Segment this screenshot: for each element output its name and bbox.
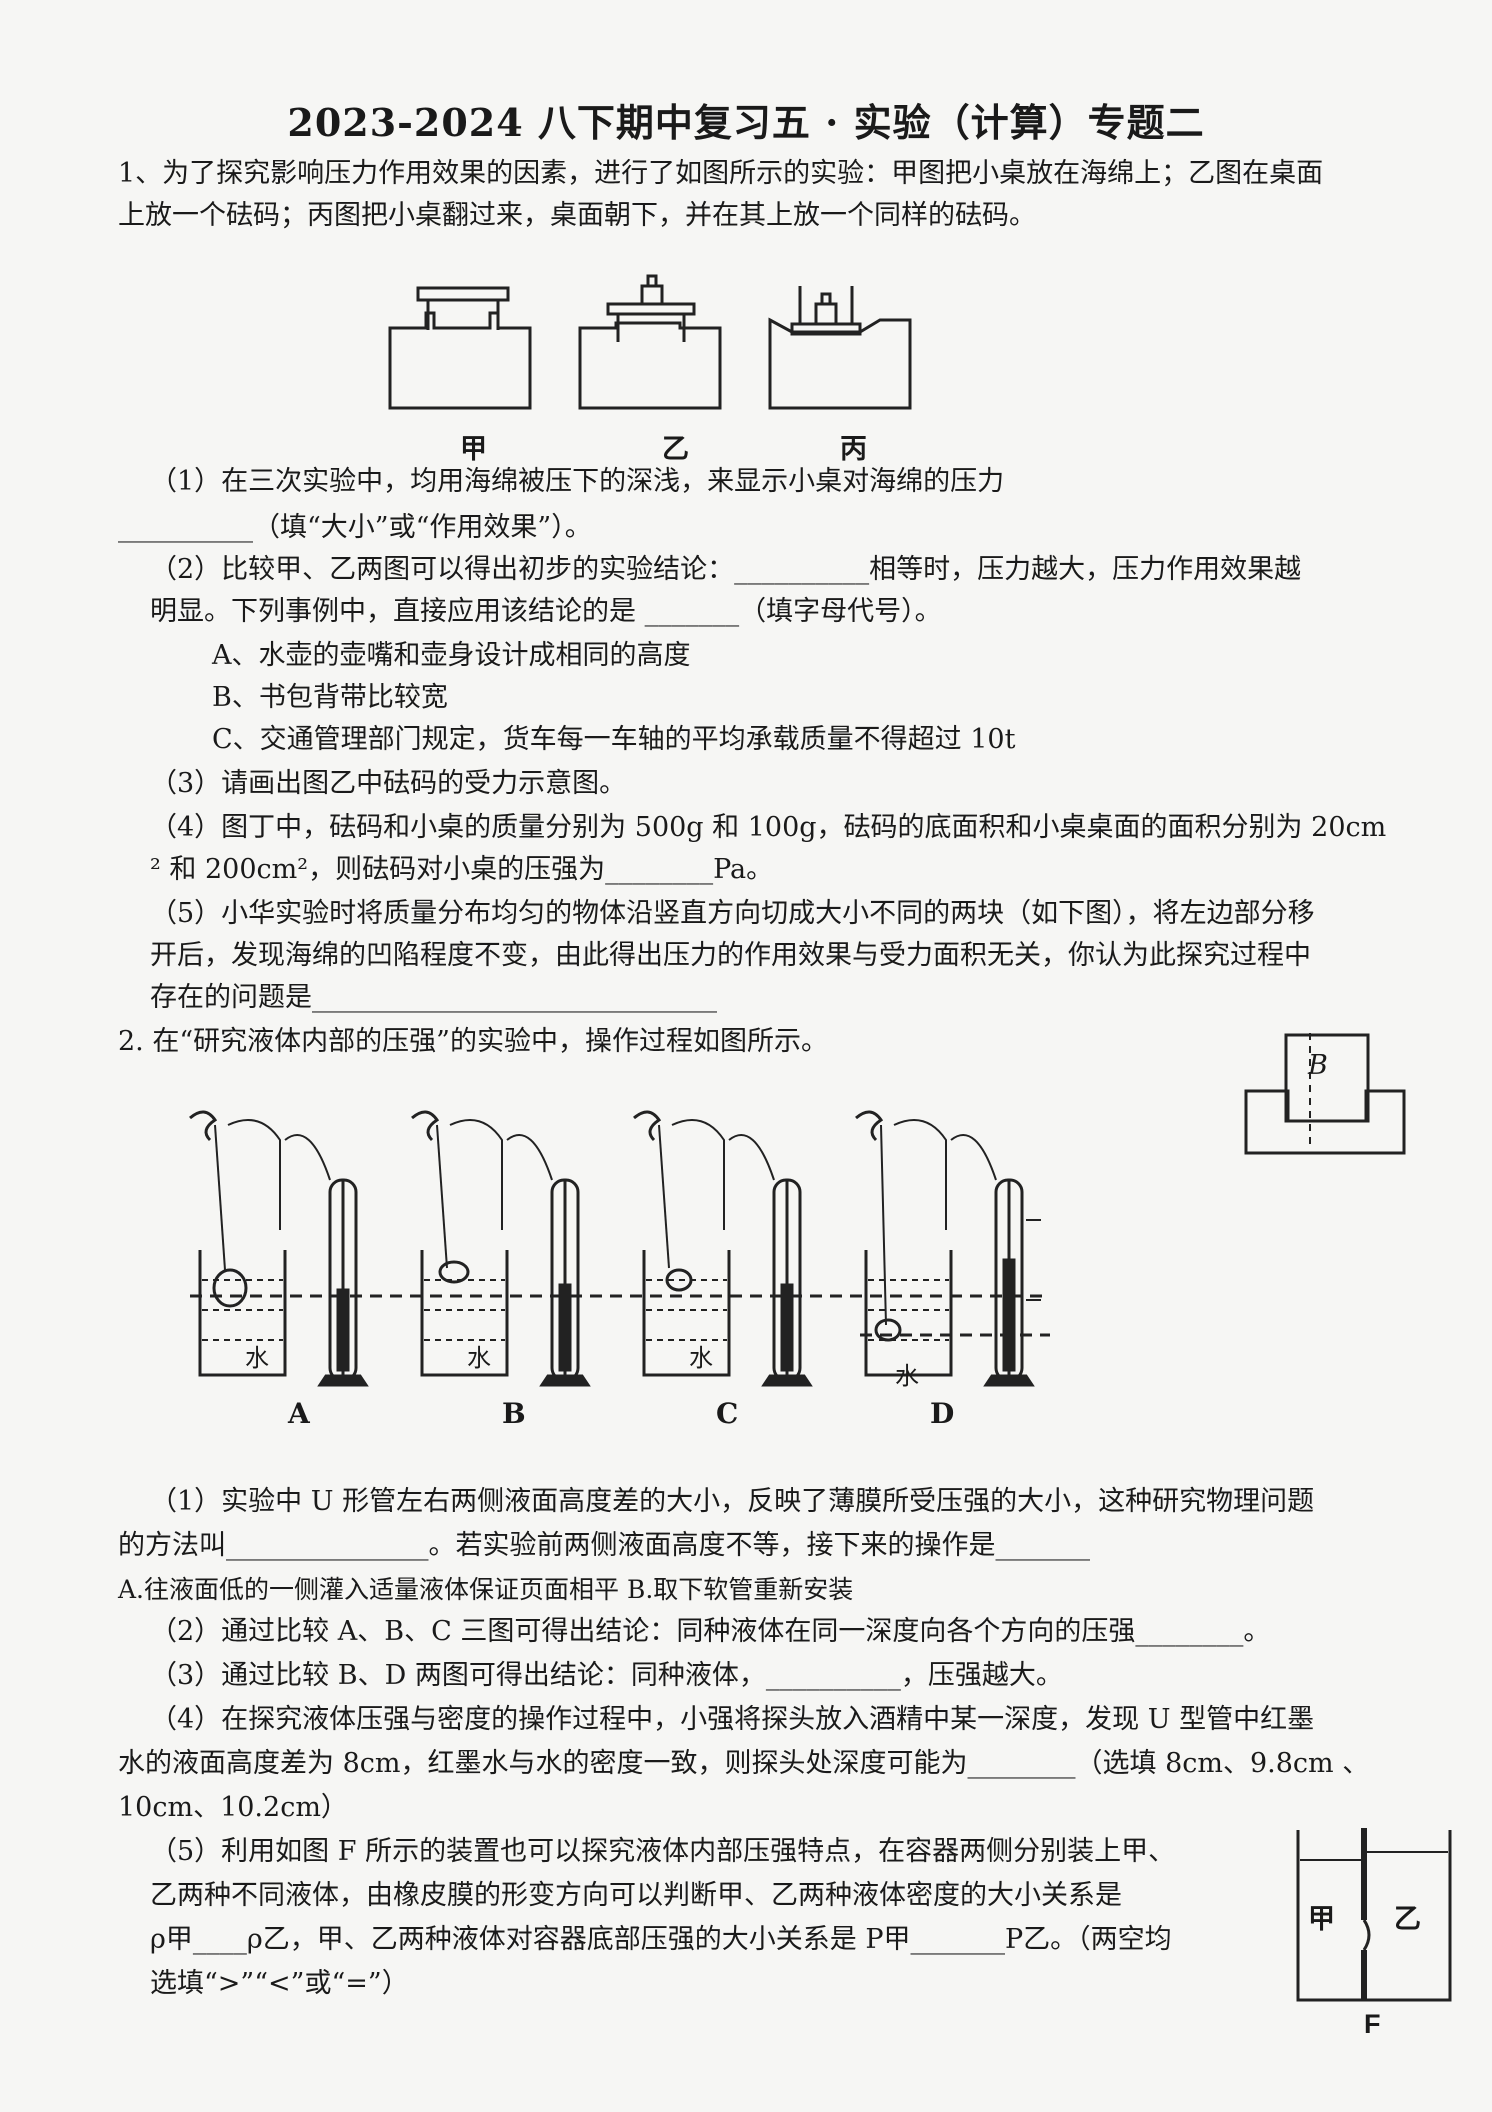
q2-part2: （2）通过比较 A、B、C 三图可得出结论：同种液体在同一深度向各个方向的压强_… xyxy=(150,1616,1271,1647)
block-sponge xyxy=(1244,1089,1406,1155)
block-b xyxy=(1284,1033,1370,1123)
q2-fig-label-d: D xyxy=(930,1397,955,1430)
utube-set-b xyxy=(411,1110,591,1387)
q2-part3: （3）通过比较 B、D 两图可得出结论：同种液体，__________，压强越大… xyxy=(150,1660,1063,1691)
q1-part2-line-1: （2）比较甲、乙两图可以得出初步的实验结论：__________相等时，压力越大… xyxy=(150,554,1302,585)
q1-option-c: C、交通管理部门规定，货车每一车轴的平均承载质量不得超过 10t xyxy=(212,724,1016,755)
q2-intro: 2. 在“研究液体内部的压强”的实验中，操作过程如图所示。 xyxy=(118,1026,828,1057)
water-label-d: 水 xyxy=(895,1362,919,1390)
table-top-jia xyxy=(416,286,510,302)
utube-set-a xyxy=(189,1110,369,1387)
q2-fig-label-c: C xyxy=(716,1397,739,1430)
weight-yi xyxy=(640,284,664,306)
q2-part5-line-3: ρ甲____ρ乙，甲、乙两种液体对容器底部压强的大小关系是 P甲_______P… xyxy=(150,1924,1172,1955)
q1-block-figure xyxy=(1244,1033,1406,1155)
q2-part4-line-3: 10cm、10.2cm） xyxy=(118,1792,348,1823)
q1-part4-line-2: ² 和 200cm²，则砝码对小桌的压强为________Pa。 xyxy=(150,854,774,885)
q2-part1-line-2: 的方法叫_______________。若实验前两侧液面高度不等，接下来的操作是… xyxy=(118,1530,1090,1561)
sponge-jia xyxy=(388,311,532,410)
q1-option-a: A、水壶的壶嘴和壶身设计成相同的高度 xyxy=(212,640,691,671)
water-label-b: 水 xyxy=(467,1344,491,1372)
page-title: 2023-2024 八下期中复习五 · 实验（计算）专题二 xyxy=(287,100,1205,145)
utube-set-c xyxy=(633,1110,813,1387)
q2-part1-line-1: （1）实验中 U 形管左右两侧液面高度差的大小，反映了薄膜所受压强的大小，这种研… xyxy=(150,1486,1315,1517)
q1-part5-line-2: 开后，发现海绵的凹陷程度不变，由此得出压力的作用效果与受力面积无关，你认为此探究… xyxy=(150,940,1311,971)
utube-set-d xyxy=(855,1110,1041,1387)
q1-part2-line-2: 明显。下列事例中，直接应用该结论的是 _______（填字母代号）。 xyxy=(150,596,942,627)
rubber-membrane xyxy=(1362,1919,1371,1951)
block-b-label: B xyxy=(1308,1050,1328,1081)
container-f xyxy=(1296,1830,1452,2002)
q1-part5-line-3: 存在的问题是______________________________ xyxy=(150,982,717,1013)
q1-part3: （3）请画出图乙中砝码的受力示意图。 xyxy=(150,768,627,799)
q1-table-figure xyxy=(388,274,912,410)
weight-bing xyxy=(814,302,838,326)
q2-fig-label-b: B xyxy=(502,1397,526,1430)
q1-part1-line-1: （1）在三次实验中，均用海绵被压下的深浅，来显示小桌对海绵的压力 xyxy=(150,466,1005,497)
fig-f-caption: F xyxy=(1364,2009,1381,2039)
q2-part1-options: A.往液面低的一侧灌入适量液体保证页面相平 B.取下软管重新安装 xyxy=(118,1575,854,1604)
q1-fig-label-jia: 甲 xyxy=(460,434,487,465)
fig-f-left-label: 甲 xyxy=(1308,1904,1335,1935)
q1-intro-line-1: 1、为了探究影响压力作用效果的因素，进行了如图所示的实验：甲图把小桌放在海绵上；… xyxy=(118,158,1324,189)
q2-utube-figure xyxy=(189,1110,1050,1387)
water-label-a: 水 xyxy=(245,1344,269,1372)
q2-part4-line-2: 水的液面高度差为 8cm，红墨水与水的密度一致，则探头处深度可能为_______… xyxy=(118,1748,1370,1779)
q1-fig-label-bing: 丙 xyxy=(840,434,867,465)
q2-part5-line-1: （5）利用如图 F 所示的装置也可以探究液体内部压强特点，在容器两侧分别装上甲、 xyxy=(150,1836,1176,1867)
q2-part5-line-4: 选填“>”“<”或“=”） xyxy=(150,1968,409,1999)
q1-fig-label-yi: 乙 xyxy=(662,434,689,465)
q1-option-b: B、书包背带比较宽 xyxy=(212,682,448,713)
q1-part4-line-1: （4）图丁中，砝码和小桌的质量分别为 500g 和 100g，砝码的底面积和小桌… xyxy=(150,812,1387,843)
q2-container-figure-f xyxy=(1296,1828,1452,2002)
water-label-c: 水 xyxy=(689,1344,713,1372)
q2-fig-label-a: A xyxy=(288,1397,310,1430)
q2-part4-line-1: （4）在探究液体压强与密度的操作过程中，小强将探头放入酒精中某一深度，发现 U … xyxy=(150,1704,1315,1735)
q2-part5-line-2: 乙两种不同液体，由橡皮膜的形变方向可以判断甲、乙两种液体密度的大小关系是 xyxy=(150,1880,1122,1911)
q1-part1-line-2: __________（填“大小”或“作用效果”）。 xyxy=(118,512,592,543)
sponge-bing xyxy=(768,317,912,410)
q1-part5-line-1: （5）小华实验时将质量分布均匀的物体沿竖直方向切成大小不同的两块（如下图），将左… xyxy=(150,898,1315,929)
sponge-yi xyxy=(578,321,722,410)
q1-intro-line-2: 上放一个砝码；丙图把小桌翻过来，桌面朝下，并在其上放一个同样的砝码。 xyxy=(118,200,1036,231)
fig-f-right-label: 乙 xyxy=(1394,1904,1421,1935)
